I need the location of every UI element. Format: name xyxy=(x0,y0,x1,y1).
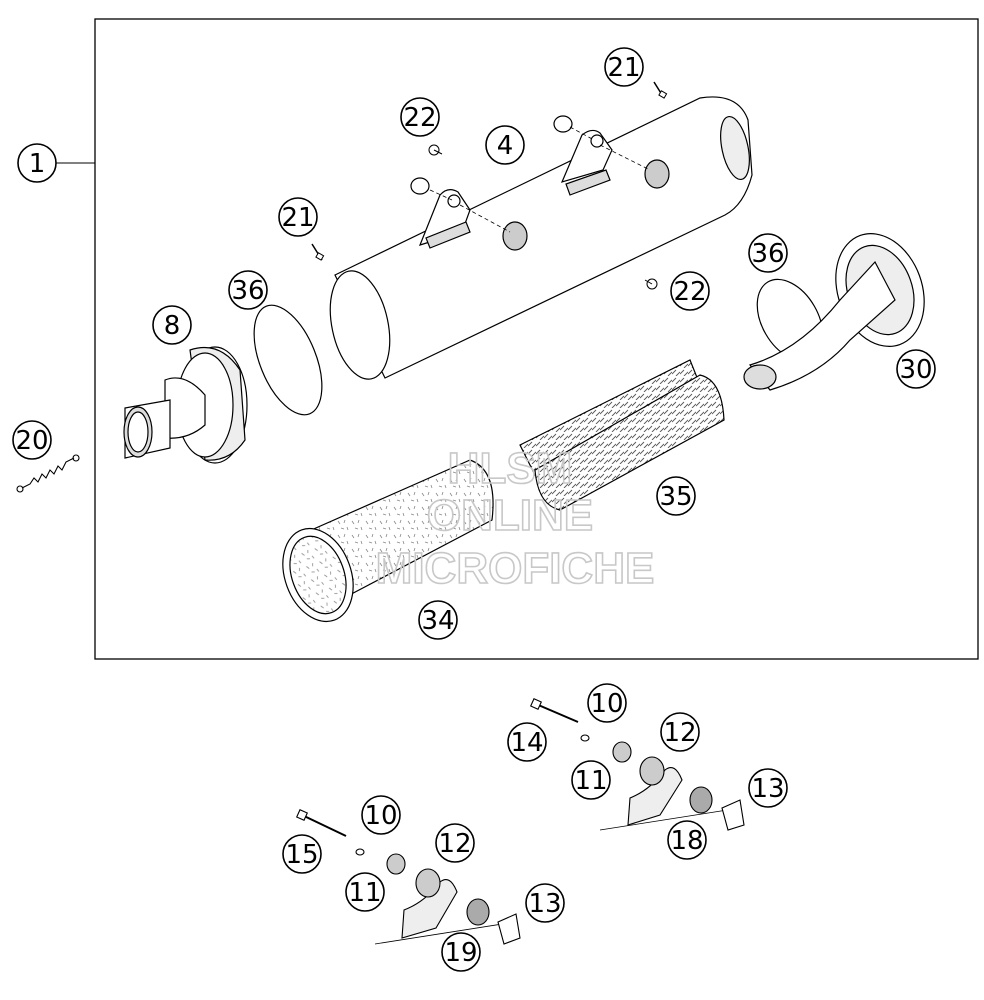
callout-36-left: 36 xyxy=(228,270,268,310)
callout-11-left: 11 xyxy=(345,872,385,912)
callout-set: 1 4 8 20 21 21 22 22 30 34 35 36 36 10 1… xyxy=(12,47,936,972)
callout-13-left: 13 xyxy=(525,883,565,923)
callout-34: 34 xyxy=(418,600,458,640)
callout-15: 15 xyxy=(282,834,322,874)
callout-36-right: 36 xyxy=(748,233,788,273)
svg-text:8: 8 xyxy=(164,311,181,341)
svg-text:11: 11 xyxy=(348,878,381,908)
svg-text:13: 13 xyxy=(528,889,561,919)
svg-text:14: 14 xyxy=(510,728,543,758)
callout-18: 18 xyxy=(667,820,707,860)
svg-text:20: 20 xyxy=(15,426,48,456)
gasket-36-left xyxy=(253,304,323,416)
assembly-frame xyxy=(94,18,979,660)
svg-text:12: 12 xyxy=(438,829,471,859)
callout-8: 8 xyxy=(152,305,192,345)
callout-11-right: 11 xyxy=(571,760,611,800)
callout-12-left: 12 xyxy=(435,823,475,863)
rivet-21-upper xyxy=(653,81,668,99)
callout-20: 20 xyxy=(12,420,52,460)
callout-22-lower: 22 xyxy=(670,271,710,311)
svg-text:1: 1 xyxy=(29,149,46,179)
end-cap-8 xyxy=(123,346,248,464)
svg-text:18: 18 xyxy=(670,826,703,856)
svg-text:19: 19 xyxy=(444,938,477,968)
mount-group-left xyxy=(295,808,521,945)
svg-text:22: 22 xyxy=(403,103,436,133)
callout-21-lower: 21 xyxy=(278,197,318,237)
svg-text:21: 21 xyxy=(281,203,314,233)
svg-text:12: 12 xyxy=(663,718,696,748)
svg-text:34: 34 xyxy=(421,606,454,636)
damping-insert-35 xyxy=(519,359,725,511)
svg-text:35: 35 xyxy=(659,482,692,512)
svg-text:11: 11 xyxy=(574,766,607,796)
callout-12-right: 12 xyxy=(660,712,700,752)
outlet-cone-30 xyxy=(743,233,925,391)
callout-4: 4 xyxy=(485,125,525,165)
callout-14: 14 xyxy=(507,722,547,762)
spring-20 xyxy=(16,454,80,493)
svg-text:36: 36 xyxy=(231,276,264,306)
svg-text:15: 15 xyxy=(285,840,318,870)
svg-text:21: 21 xyxy=(607,53,640,83)
mount-group-right xyxy=(529,697,745,831)
callout-19: 19 xyxy=(441,932,481,972)
dashed-assembly-lines xyxy=(429,126,651,233)
callout-30: 30 xyxy=(896,349,936,389)
callout-35: 35 xyxy=(656,476,696,516)
svg-text:10: 10 xyxy=(364,801,397,831)
silencer-body xyxy=(329,96,753,380)
watermark-line-1: HLSM xyxy=(448,444,573,493)
callout-21-upper: 21 xyxy=(604,47,644,87)
svg-text:4: 4 xyxy=(497,131,514,161)
packing-sleeve-34 xyxy=(282,459,494,623)
watermark-line-2: ONLINE xyxy=(427,491,593,540)
watermark: HLSM ONLINE MICROFICHE xyxy=(375,443,655,594)
callout-10-left: 10 xyxy=(361,795,401,835)
callout-1: 1 xyxy=(17,143,57,183)
callout-22-upper: 22 xyxy=(400,97,440,137)
screw-22-upper xyxy=(428,144,443,156)
callout-13-right: 13 xyxy=(748,768,788,808)
svg-text:10: 10 xyxy=(590,689,623,719)
callout-10-right: 10 xyxy=(587,683,627,723)
svg-text:30: 30 xyxy=(899,355,932,385)
svg-text:13: 13 xyxy=(751,774,784,804)
watermark-line-3: MICROFICHE xyxy=(376,544,655,593)
svg-text:36: 36 xyxy=(751,239,784,269)
screw-22-lower xyxy=(644,278,658,290)
svg-text:22: 22 xyxy=(673,277,706,307)
rivet-21-lower xyxy=(311,243,325,261)
